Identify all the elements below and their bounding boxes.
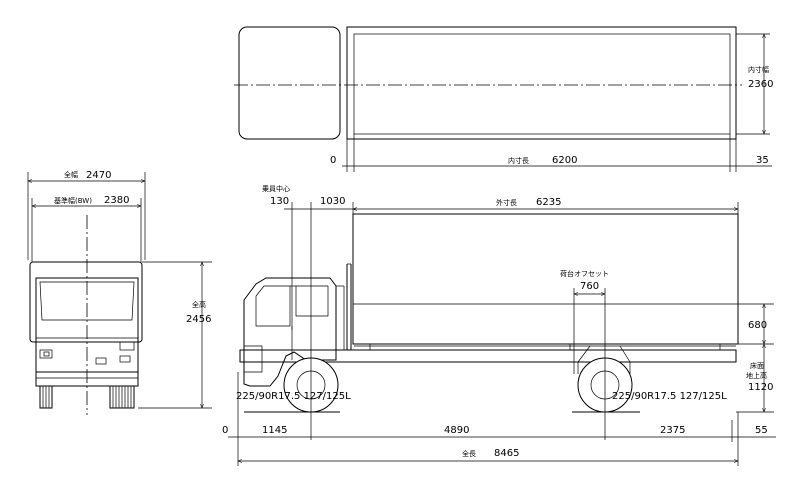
plan-zero: 0 bbox=[330, 155, 336, 166]
base-width-label: 基準幅(BW) bbox=[54, 196, 92, 205]
wheelbase-value: 4890 bbox=[444, 425, 469, 436]
overall-height-value: 2456 bbox=[186, 314, 211, 325]
rear-overhang-value: 2375 bbox=[660, 425, 685, 436]
front-left-tires bbox=[39, 385, 53, 409]
rear-end-value: 55 bbox=[755, 425, 768, 436]
side-box-outline bbox=[352, 213, 739, 345]
rear-offset-value: 35 bbox=[756, 155, 769, 166]
floor-height-value: 1120 bbox=[748, 382, 773, 393]
overall-width-value: 2470 bbox=[86, 170, 111, 181]
cab-gap-value: 1030 bbox=[320, 196, 345, 207]
floor-height-label-2: 地上高 bbox=[746, 371, 767, 380]
floor-height-label-1: 床面 bbox=[750, 361, 764, 370]
side-view: 乗員中心 130 1030 外寸長 6235 荷台オフセット 760 680 床… bbox=[222, 184, 776, 466]
front-box-outline bbox=[29, 261, 143, 343]
rear-tire-spec: 225/90R17.5 127/125L bbox=[612, 391, 727, 402]
outer-length-label: 外寸長 bbox=[496, 198, 517, 207]
overall-length-value: 8465 bbox=[494, 448, 519, 459]
front-tire-spec: 225/90R17.5 127/125L bbox=[236, 391, 351, 402]
plan-body-inner bbox=[353, 33, 731, 135]
front-view: 全幅 2470 基準幅(BW) 2380 bbox=[27, 170, 212, 415]
occupant-center-value: 130 bbox=[270, 196, 289, 207]
side-rail-value: 680 bbox=[748, 320, 767, 331]
plan-body-outline bbox=[346, 26, 737, 140]
front-overhang-value: 1145 bbox=[262, 425, 287, 436]
deck-offset-label: 荷台オフセット bbox=[560, 269, 609, 278]
inner-length-value: 6200 bbox=[552, 155, 577, 166]
overall-length-label: 全長 bbox=[462, 449, 476, 458]
inner-width-label: 内寸幅 bbox=[748, 65, 769, 74]
occupant-center-label: 乗員中心 bbox=[262, 184, 290, 193]
side-chassis-rail bbox=[239, 349, 737, 363]
bottom-zero: 0 bbox=[222, 425, 228, 436]
inner-length-label: 内寸長 bbox=[508, 156, 529, 165]
front-right-tires bbox=[109, 385, 135, 409]
outer-length-value: 6235 bbox=[536, 197, 561, 208]
plan-view: 内寸幅 2360 0 内寸長 6200 35 bbox=[234, 26, 773, 172]
deck-offset-value: 760 bbox=[580, 281, 599, 292]
base-width-value: 2380 bbox=[104, 195, 129, 206]
inner-width-value: 2360 bbox=[748, 79, 773, 90]
plan-cab-outline bbox=[238, 26, 341, 140]
overall-width-label: 全幅 bbox=[64, 170, 78, 179]
overall-height-label: 全高 bbox=[192, 300, 206, 309]
